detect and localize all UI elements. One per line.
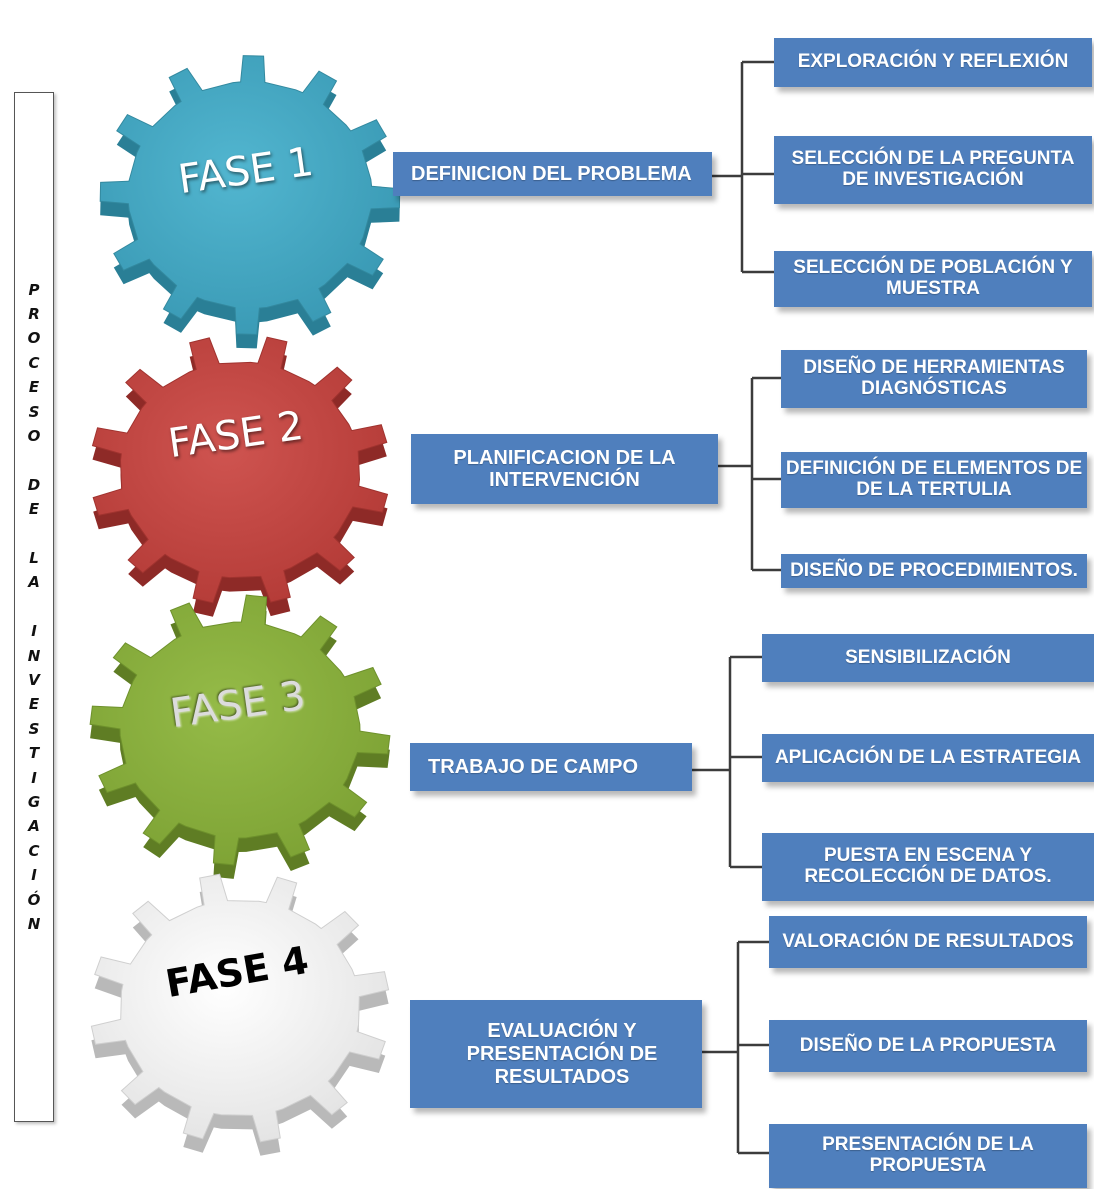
connector-phase-3 [692, 655, 762, 869]
connector-phase-1 [712, 60, 774, 274]
step-2-1-box: DISEÑO DE HERRAMIENTAS DIAGNÓSTICAS [781, 350, 1087, 408]
gear-4-top [90, 873, 390, 1143]
connector-phase-2 [718, 376, 781, 572]
gear-2-top [91, 336, 389, 604]
phase-4-label: EVALUACIÓN Y PRESENTACIÓN DE RESULTADOS [466, 1019, 658, 1088]
connector-phase-4 [702, 940, 769, 1155]
step-3-1-box: SENSIBILIZACIÓN [762, 634, 1094, 682]
phase-3-box: TRABAJO DE CAMPO [410, 743, 692, 791]
gear-1-top [99, 55, 401, 335]
gear-2 [91, 336, 389, 617]
side-title: P R O C E S O D E L A I N V E S T I G A … [27, 280, 41, 934]
phase-2-box: PLANIFICACION DE LA INTERVENCIÓN [411, 434, 718, 504]
step-2-2-box: DEFINICIÓN DE ELEMENTOS DE DE LA TERTULI… [781, 452, 1087, 508]
gear-4 [90, 873, 390, 1156]
gear-3 [89, 594, 391, 879]
step-1-2-box: SELECCIÓN DE LA PREGUNTA DE INVESTIGACIÓ… [774, 136, 1092, 204]
phase-4-box: EVALUACIÓN Y PRESENTACIÓN DE RESULTADOS [410, 1000, 702, 1108]
step-4-1-box: VALORACIÓN DE RESULTADOS [769, 916, 1087, 968]
step-4-2-box: DISEÑO DE LA PROPUESTA [769, 1020, 1087, 1072]
step-1-3-box: SELECCIÓN DE POBLACIÓN Y MUESTRA [774, 251, 1092, 307]
gear-3-top [89, 594, 391, 866]
step-3-2-box: APLICACIÓN DE LA ESTRATEGIA [762, 734, 1094, 782]
step-4-3-box: PRESENTACIÓN DE LA PROPUESTA [769, 1124, 1087, 1188]
step-1-1-box: EXPLORACIÓN Y REFLEXIÓN [774, 38, 1092, 87]
gear-1 [99, 55, 401, 349]
step-2-3-box: DISEÑO DE PROCEDIMIENTOS. [781, 554, 1087, 588]
side-title-box: P R O C E S O D E L A I N V E S T I G A … [14, 92, 54, 1122]
phase-1-box: DEFINICION DEL PROBLEMA [393, 152, 712, 196]
step-3-3-box: PUESTA EN ESCENA Y RECOLECCIÓN DE DATOS. [762, 833, 1094, 901]
